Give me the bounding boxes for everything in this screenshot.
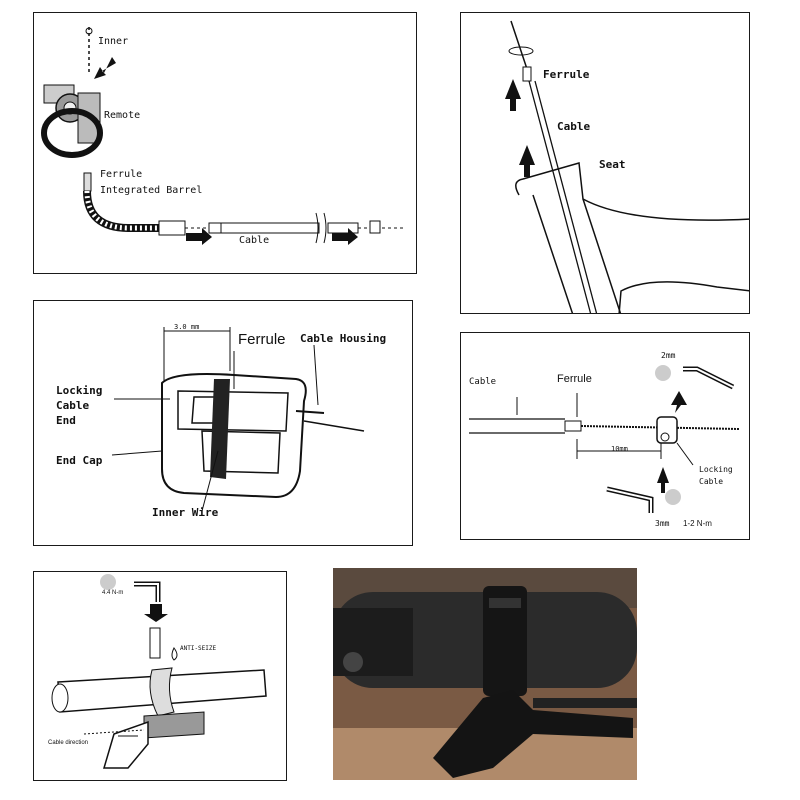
ferrule-label: Ferrule bbox=[557, 373, 592, 385]
top-tool-size-label: 2mm bbox=[661, 351, 676, 360]
ferrule-label: Ferrule bbox=[543, 68, 590, 81]
cable-direction-label: Cable direction bbox=[48, 740, 89, 746]
inner-label: Inner bbox=[98, 36, 129, 47]
seat-drawing bbox=[505, 20, 749, 313]
cable-housing-label: Cable Housing bbox=[300, 332, 387, 345]
cable-label: Cable bbox=[239, 235, 270, 246]
seat-label: Seat bbox=[599, 158, 626, 171]
seat-cable-panel: Ferrule Cable Seat bbox=[460, 12, 750, 314]
cable-lock-torque-panel: Cable Ferrule 2mm 10mm Locking Cable 3mm… bbox=[460, 332, 750, 540]
inner-wire-label: Inner Wire bbox=[152, 506, 219, 519]
remote-routing-drawing bbox=[41, 27, 404, 245]
ferrule-label: Ferrule bbox=[100, 169, 143, 180]
dimension-label: 10mm bbox=[611, 445, 628, 453]
anti-seize-label: ANTI-SEIZE bbox=[180, 645, 217, 652]
locking-label-line1: Locking bbox=[56, 384, 103, 397]
end-cap-label: End Cap bbox=[56, 454, 103, 467]
torque-label: 1-2 N-m bbox=[683, 519, 712, 528]
dimension-label: 3.0 mm bbox=[174, 323, 200, 331]
cable-label: Cable bbox=[469, 377, 497, 387]
remote-label: Remote bbox=[104, 110, 141, 121]
locking-cable-end-panel: 3.0 mm Ferrule Cable Housing Locking Cab… bbox=[33, 300, 413, 546]
locking-label-line2: Cable bbox=[56, 399, 90, 412]
locking-label-line3: End bbox=[56, 414, 76, 427]
locking-cable-label-line2: Cable bbox=[699, 477, 724, 486]
locking-end-drawing bbox=[111, 327, 365, 512]
handlebar-mount-drawing bbox=[51, 574, 267, 769]
photo-illustration bbox=[333, 568, 637, 780]
installed-remote-photo bbox=[333, 568, 637, 780]
integrated-barrel-label: Integrated Barrel bbox=[100, 185, 203, 196]
torque-label: 4.4 N-m bbox=[102, 590, 124, 596]
handlebar-mount-panel: 4.4 N-m ANTI-SEIZE Cable direction bbox=[33, 571, 287, 781]
locking-cable-label-line1: Locking bbox=[699, 465, 733, 474]
ferrule-label: Ferrule bbox=[238, 331, 286, 348]
remote-cable-routing-panel: Inner Remote Ferrule Integrated Barrel C… bbox=[33, 12, 417, 274]
cable-label: Cable bbox=[557, 120, 591, 133]
cable-lock-drawing bbox=[469, 365, 740, 513]
bottom-tool-size-label: 3mm bbox=[655, 519, 670, 528]
